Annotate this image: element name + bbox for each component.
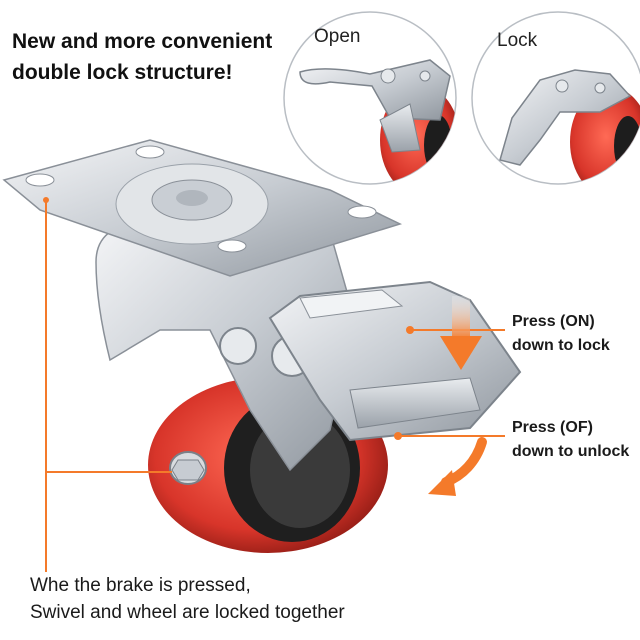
down-arrow-icon: [440, 296, 482, 370]
press-on-marker: [406, 326, 414, 334]
press-off-marker: [394, 432, 402, 440]
press-off-line-2: down to unlock: [512, 443, 630, 460]
press-on-callout: Press (ON) down to lock: [512, 310, 610, 358]
plate-marker: [43, 197, 49, 203]
press-on-line-1: Press (ON): [512, 313, 595, 330]
open-state-inset: [283, 11, 457, 185]
open-label: Open: [314, 26, 361, 47]
lock-label: Lock: [497, 30, 538, 51]
headline-line-2: double lock structure!: [12, 61, 233, 84]
press-off-line-1: Press (OF): [512, 419, 593, 436]
headline: New and more convenient double lock stru…: [12, 26, 272, 88]
caption: Whe the brake is pressed, Swivel and whe…: [30, 572, 345, 626]
caption-line-2: Swivel and wheel are locked together: [30, 602, 345, 623]
press-on-line-2: down to lock: [512, 337, 610, 354]
press-off-callout: Press (OF) down to unlock: [512, 416, 629, 464]
headline-line-1: New and more convenient: [12, 30, 273, 53]
top-mounting-plate: [2, 139, 403, 277]
curved-arrow-icon: [428, 437, 487, 496]
caption-line-1: Whe the brake is pressed,: [30, 575, 251, 596]
